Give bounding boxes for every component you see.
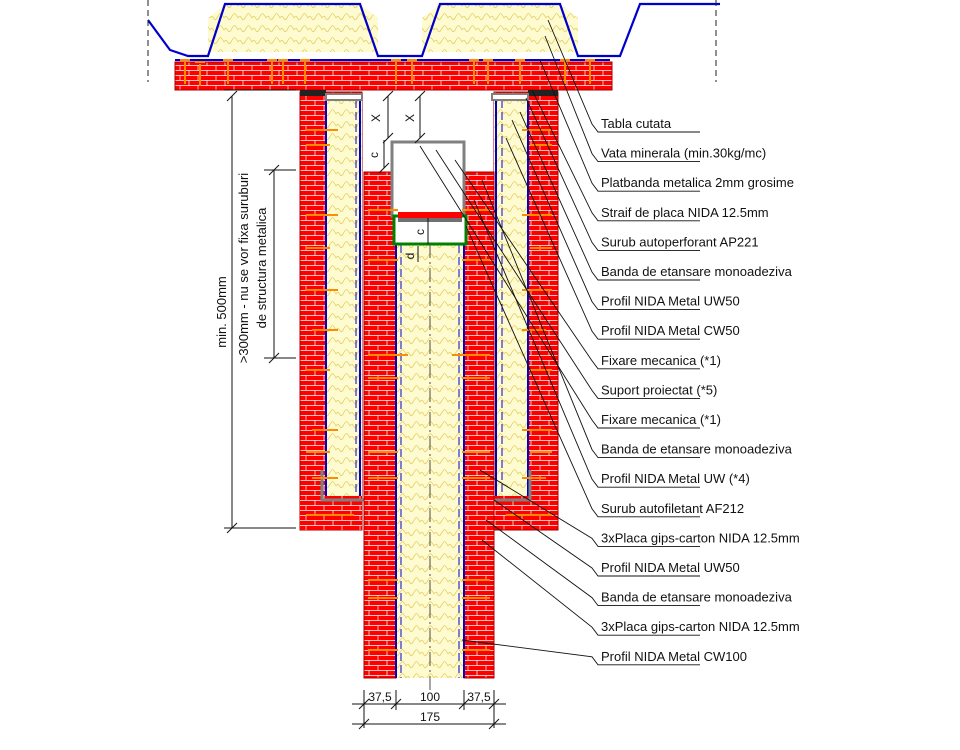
- callout-label: Platbanda metalica 2mm grosime: [601, 175, 794, 190]
- mineral-wool-right: [422, 4, 578, 52]
- dim-total: 175: [420, 710, 440, 724]
- board-strip-top: [174, 61, 613, 91]
- leader-line: [473, 199, 700, 488]
- callout-label: Fixare mecanica (*1): [601, 412, 721, 427]
- callout-label: 3xPlaca gips-carton NIDA 12.5mm: [601, 619, 800, 634]
- callout-label: 3xPlaca gips-carton NIDA 12.5mm: [601, 530, 800, 545]
- callout-label: Fixare mecanica (*1): [601, 353, 721, 368]
- dimension-texts: min. 500mm >300mm - nu se vor fixa surub…: [214, 114, 491, 724]
- leader-line: [435, 149, 700, 399]
- leader-line: [465, 225, 700, 518]
- leader-line: [481, 179, 700, 459]
- leader-line: [547, 19, 700, 133]
- dim-left-board: 37,5: [368, 690, 392, 704]
- dim-screw-note-2: de structura metalica: [254, 207, 269, 328]
- callout-label: Surub autoperforant AP221: [601, 234, 759, 249]
- left-casing: [299, 91, 364, 531]
- dim-gap-c1: c: [367, 152, 381, 158]
- dim-gap-x2: X: [403, 114, 417, 122]
- leader-line: [505, 137, 700, 340]
- designed-support: [390, 140, 466, 218]
- dim-screw-note-1: >300mm - nu se vor fixa suruburi: [236, 173, 251, 363]
- callout-label: Profil NIDA Metal UW50: [601, 560, 740, 575]
- leader-line: [531, 89, 700, 222]
- dim-core: 100: [420, 690, 440, 704]
- leader-lines: [419, 19, 700, 666]
- leader-line: [493, 499, 700, 577]
- leader-line: [511, 119, 700, 311]
- dimension-lines: [224, 89, 506, 730]
- callout-label: Banda de etansare monoadeziva: [601, 442, 793, 457]
- leader-line: [519, 111, 700, 281]
- callout-label: Banda de etansare monoadeziva: [601, 590, 793, 605]
- callout-label: Vata minerala (min.30kg/mc): [601, 146, 766, 161]
- callout-label: Suport proiectat (*5): [601, 382, 717, 397]
- leader-line: [485, 519, 700, 607]
- leader-line: [479, 469, 700, 547]
- leader-line: [544, 35, 700, 163]
- leader-line: [539, 59, 700, 192]
- callout-label: Profil NIDA Metal CW100: [601, 649, 747, 664]
- callout-label: Banda de etansare monoadeziva: [601, 264, 793, 279]
- leader-line: [481, 539, 700, 636]
- dim-gap-c2: c: [413, 229, 427, 235]
- callout-label: Profil NIDA Metal UW50: [601, 294, 740, 309]
- dim-min-height: min. 500mm: [214, 276, 229, 348]
- dim-gap-d: d: [403, 253, 417, 260]
- leader-line: [525, 97, 700, 251]
- callout-label: Surub autofiletant AF212: [601, 501, 744, 516]
- leader-line: [461, 639, 700, 666]
- callout-label: Straif de placa NIDA 12.5mm: [601, 205, 769, 220]
- corrugated-sheet: [147, 2, 720, 58]
- callout-label: Profil NIDA Metal UW (*4): [601, 471, 750, 486]
- leader-line: [454, 159, 700, 370]
- dim-gap-x1: X: [369, 114, 383, 122]
- leader-line: [419, 145, 700, 429]
- corrugated-roof: [147, 0, 720, 82]
- central-partition: [363, 140, 495, 690]
- mineral-wool-left: [208, 4, 378, 52]
- dim-right-board: 37,5: [467, 690, 491, 704]
- callout-label: Tabla cutata: [601, 116, 672, 131]
- callout-label: Profil NIDA Metal CW50: [601, 323, 740, 338]
